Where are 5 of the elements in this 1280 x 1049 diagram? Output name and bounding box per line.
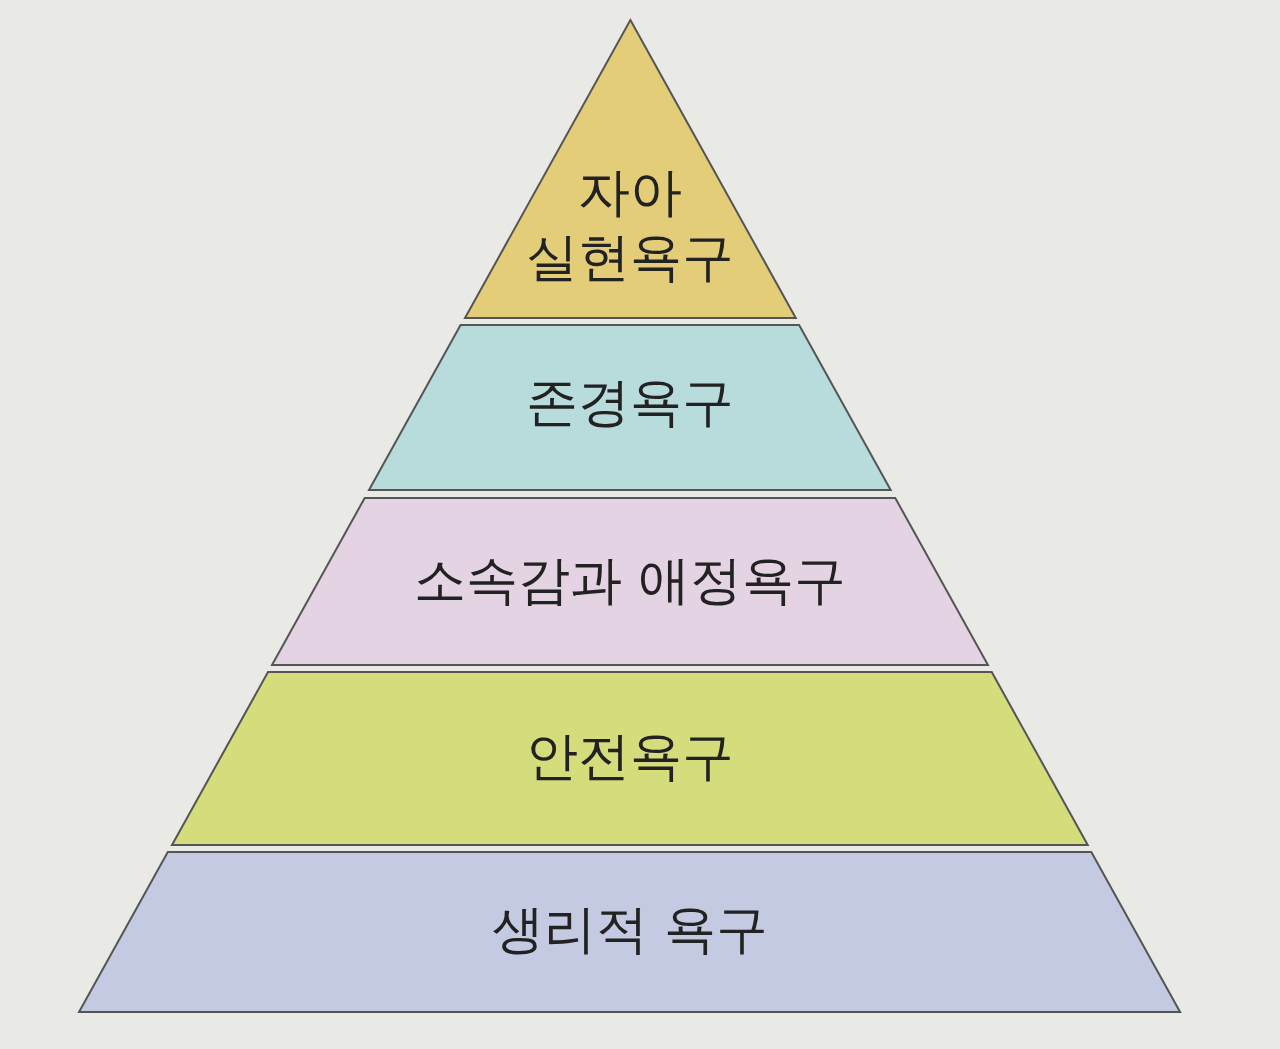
tier-label: 생리적 욕구 (491, 898, 769, 961)
tier-label: 존경욕구 (526, 371, 734, 434)
tier-label: 안전욕구 (526, 725, 734, 788)
tier-label: 자아 실현욕구 (525, 161, 735, 289)
tier-label: 소속감과 애정욕구 (413, 549, 847, 612)
